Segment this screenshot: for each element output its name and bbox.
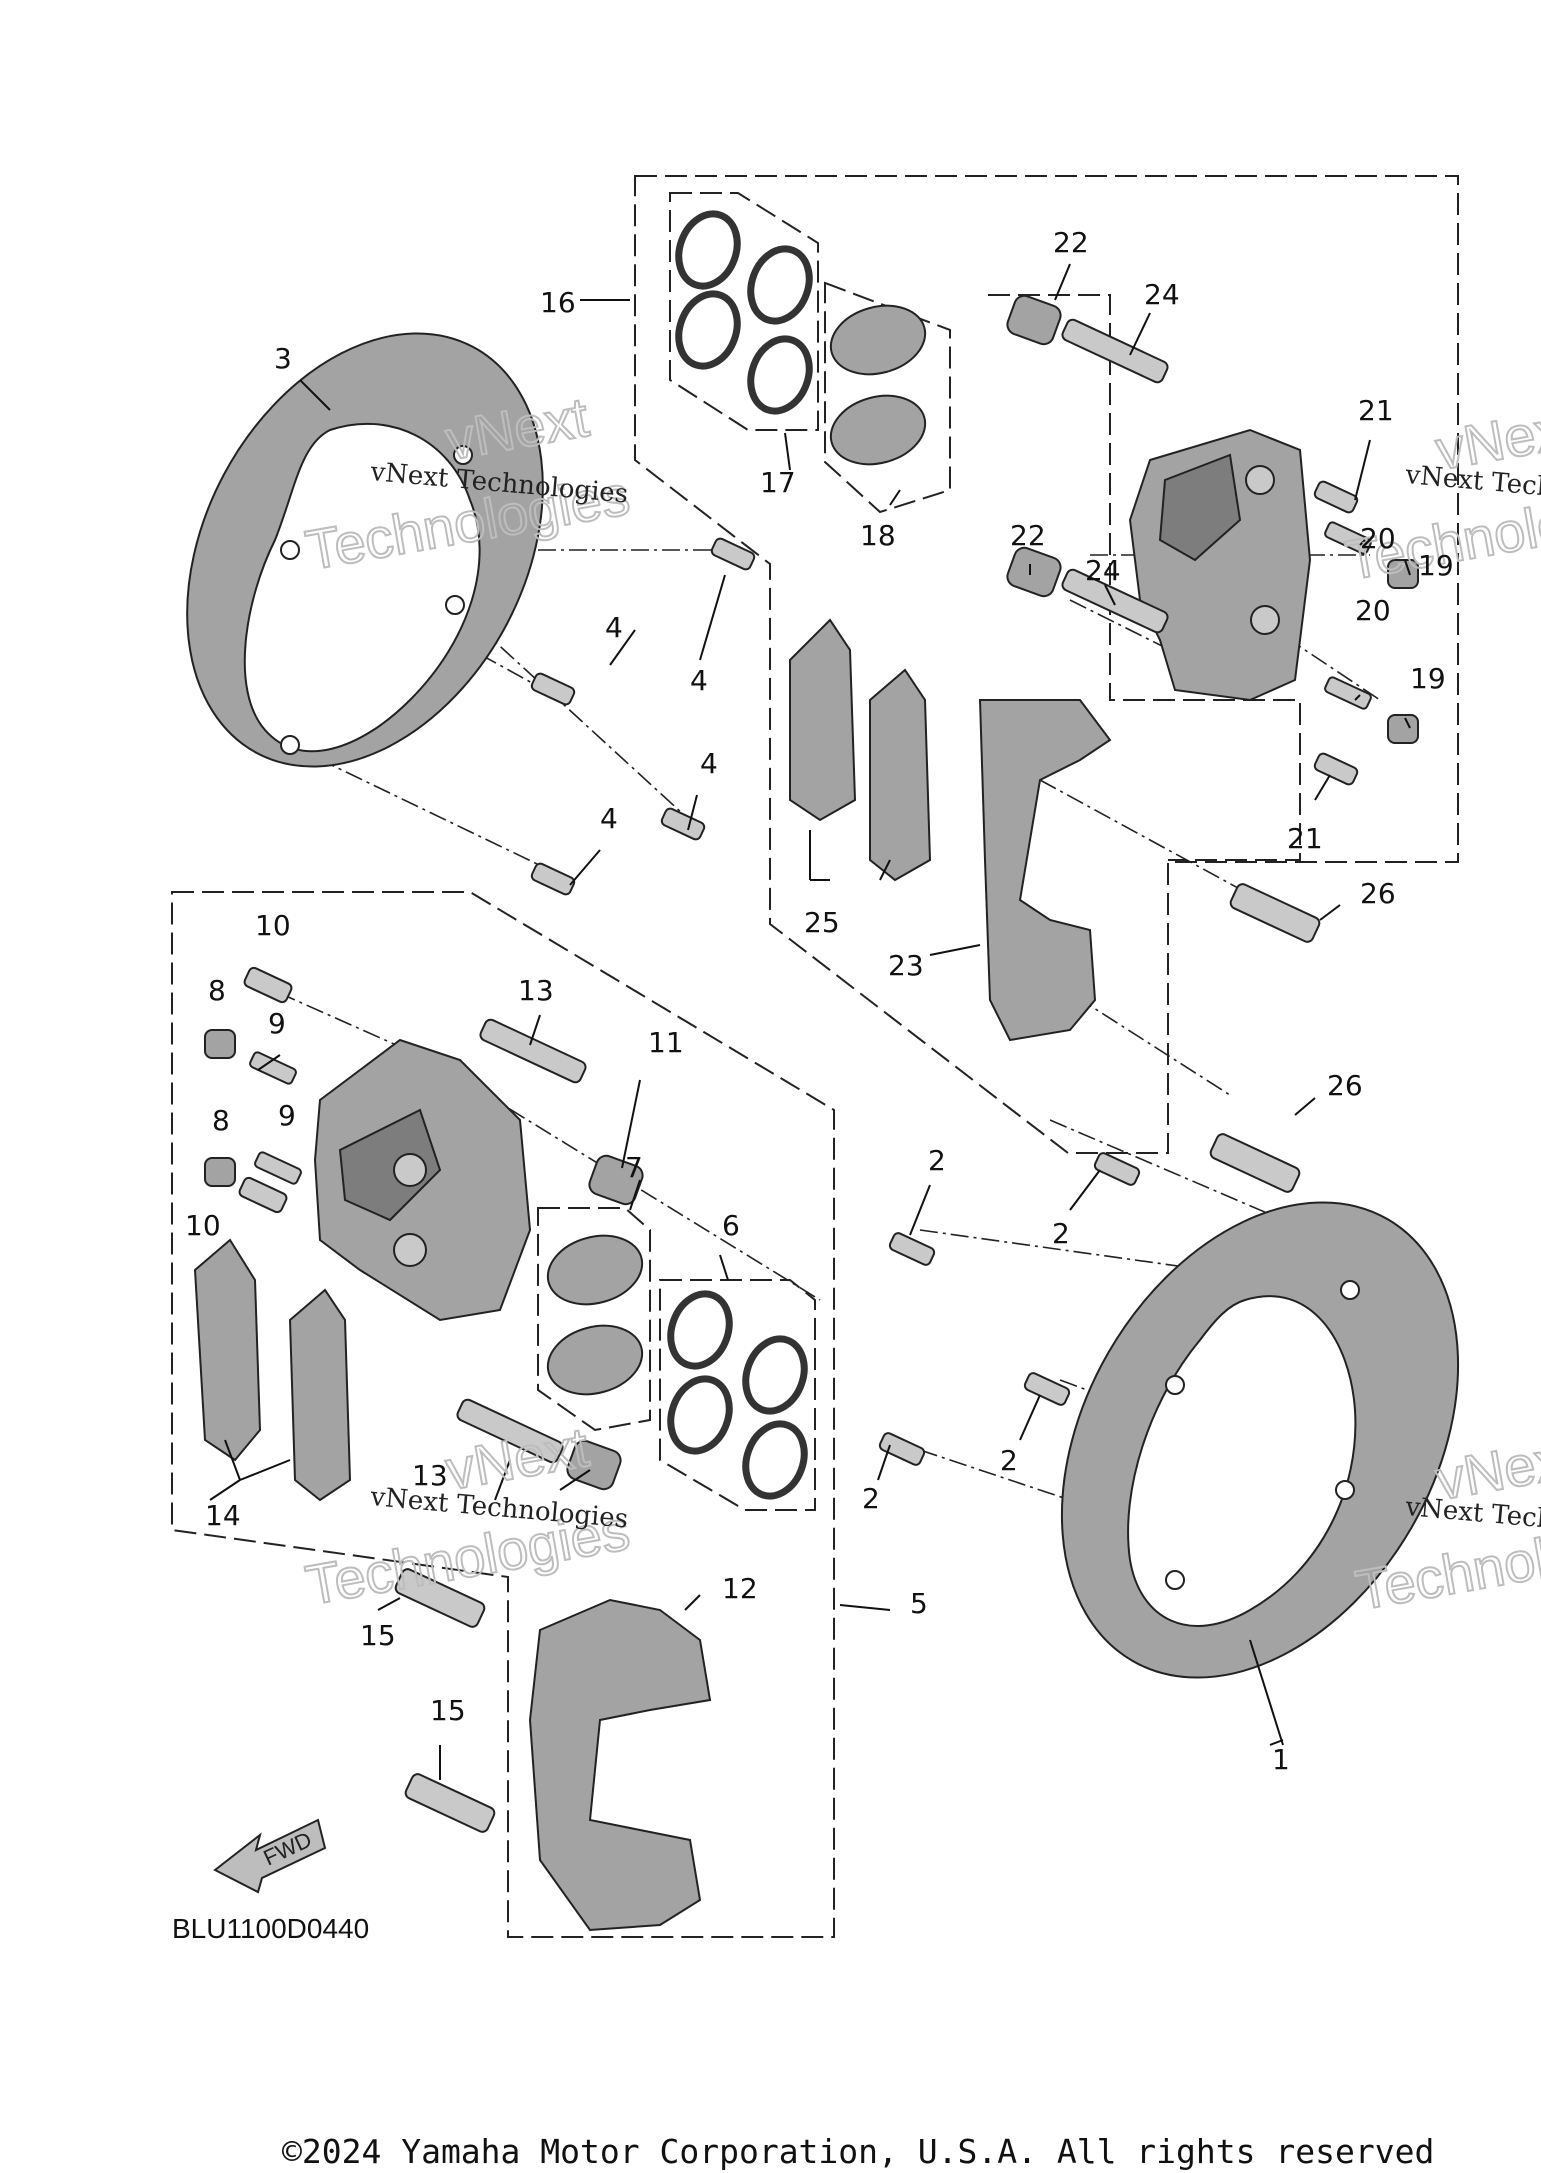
- callout-10: 10: [185, 1209, 221, 1242]
- callout-26: 26: [1360, 877, 1396, 910]
- callout-14: 14: [205, 1499, 241, 1532]
- callout-12: 12: [722, 1572, 758, 1605]
- group-box-6: [659, 1279, 816, 1511]
- brake-pad-14: [193, 1238, 352, 1502]
- group-box-5: [171, 891, 835, 1938]
- callout-24: 24: [1085, 554, 1121, 587]
- piston-7: [546, 1234, 644, 1396]
- group-box-16: [634, 175, 1459, 1154]
- callout-13: 13: [412, 1459, 448, 1492]
- cap-8: [204, 1029, 236, 1187]
- cap-19: [1387, 559, 1419, 744]
- callout-7: 7: [625, 1151, 643, 1184]
- fwd-arrow-icon: FWD: [213, 1818, 327, 1894]
- brake-disc-1: [1060, 1201, 1460, 1679]
- callout-2: 2: [862, 1482, 880, 1515]
- callout-3: 3: [274, 342, 292, 375]
- leader-lines: [209, 263, 1411, 1780]
- callout-19: 19: [1410, 662, 1446, 695]
- disc-bolt-2: [878, 1152, 1141, 1466]
- callout-8: 8: [208, 974, 226, 1007]
- caliper-bracket-12: [528, 1598, 712, 1932]
- callout-6: 6: [722, 1209, 740, 1242]
- group-box-18: [824, 281, 951, 514]
- callout-22: 22: [1053, 226, 1089, 259]
- callout-20: 20: [1360, 522, 1396, 555]
- bracket-bolt-15: [394, 1568, 496, 1833]
- slide-pin-13: [456, 1018, 587, 1464]
- callout-11: 11: [648, 1026, 684, 1059]
- callout-25: 25: [804, 906, 840, 939]
- caliper-bracket-23: [978, 699, 1112, 1042]
- bolt-10: [238, 966, 293, 1214]
- group-box-21: [988, 294, 1301, 861]
- callout-15: 15: [430, 1694, 466, 1727]
- callout-4: 4: [700, 747, 718, 780]
- callout-2: 2: [928, 1144, 946, 1177]
- callout-21: 21: [1358, 394, 1394, 427]
- callout-10: 10: [255, 909, 291, 942]
- callout-20: 20: [1355, 594, 1391, 627]
- callout-4: 4: [690, 664, 708, 697]
- callout-1: 1: [1272, 1743, 1290, 1776]
- callout-13: 13: [518, 974, 554, 1007]
- bracket-bolt-26: [1209, 883, 1321, 1193]
- group-box-7: [537, 1207, 651, 1432]
- callout-23: 23: [888, 949, 924, 982]
- bolt-21: [1313, 480, 1359, 786]
- callout-22: 22: [1010, 519, 1046, 552]
- seal-ring-17: [675, 210, 813, 415]
- callout-4: 4: [600, 802, 618, 835]
- callout-5: 5: [910, 1587, 928, 1620]
- callout-19: 19: [1418, 549, 1454, 582]
- caliper-lower: [313, 1038, 532, 1322]
- callout-24: 24: [1144, 278, 1180, 311]
- piston-18: [829, 304, 927, 466]
- group-box-17: [669, 192, 819, 431]
- seal-ring-6: [667, 1290, 808, 1500]
- callout-16: 16: [540, 286, 576, 319]
- copyright-footer: ©2024 Yamaha Motor Corporation, U.S.A. A…: [282, 2132, 1434, 2171]
- callout-21: 21: [1287, 822, 1323, 855]
- caliper-upper: [1128, 428, 1312, 702]
- callout-26: 26: [1327, 1069, 1363, 1102]
- slide-pin-24: [1061, 318, 1169, 634]
- bleed-screw-20: [1324, 521, 1372, 710]
- disc-bolt-4: [530, 537, 756, 896]
- callout-2: 2: [1000, 1444, 1018, 1477]
- callout-8: 8: [212, 1104, 230, 1137]
- brake-pad-25: [789, 618, 932, 882]
- callout-2: 2: [1052, 1217, 1070, 1250]
- callout-17: 17: [760, 466, 796, 499]
- callout-15: 15: [360, 1619, 396, 1652]
- callout-18: 18: [860, 519, 896, 552]
- callouts: 1 2 2 2 2 3 4 4 4 4 5 6 7 8 8 9 9 10 10 …: [185, 226, 1454, 1776]
- diagram-code: BLU1100D0440: [172, 1913, 369, 1944]
- callout-4: 4: [605, 611, 623, 644]
- callout-9: 9: [268, 1007, 286, 1040]
- boot-22: [1006, 294, 1062, 598]
- brake-disc-3: [186, 332, 544, 768]
- bleed-screw-9: [249, 1051, 302, 1185]
- callout-9: 9: [278, 1099, 296, 1132]
- watermark-big-1c: vNext: [441, 1415, 593, 1502]
